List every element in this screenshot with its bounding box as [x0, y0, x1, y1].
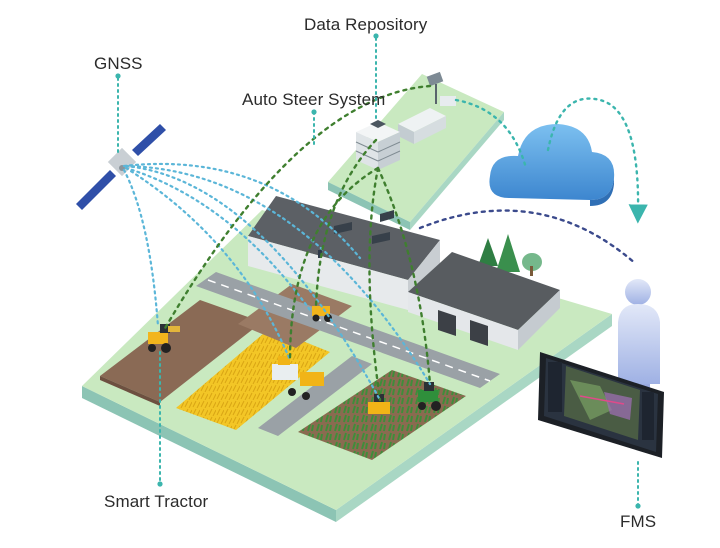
steer-links: [162, 84, 432, 402]
cloud-links: [454, 97, 648, 224]
road: [196, 272, 500, 436]
gnss-links: [122, 162, 432, 402]
label-data-repository: Data Repository: [304, 15, 428, 34]
label-auto-steer-system: Auto Steer System: [242, 90, 386, 109]
fms-link: [418, 209, 638, 266]
label-smart-tractor: Smart Tractor: [104, 492, 209, 511]
label-leaders: [117, 37, 639, 507]
soil-field: [100, 300, 262, 406]
barn-main: [248, 196, 440, 310]
harvester-icon: [272, 356, 324, 400]
tractor-icon: [418, 382, 441, 411]
tablet-icon: [538, 352, 664, 458]
antenna-icon: [426, 71, 456, 106]
cloud-icon: [489, 124, 615, 206]
label-fms: FMS: [620, 512, 657, 531]
label-dots: [115, 33, 641, 509]
barn-secondary: [408, 252, 560, 350]
wheat-field: [176, 328, 330, 430]
server-icon: [355, 120, 401, 170]
trees: [478, 234, 542, 276]
label-gnss: GNSS: [94, 54, 143, 73]
